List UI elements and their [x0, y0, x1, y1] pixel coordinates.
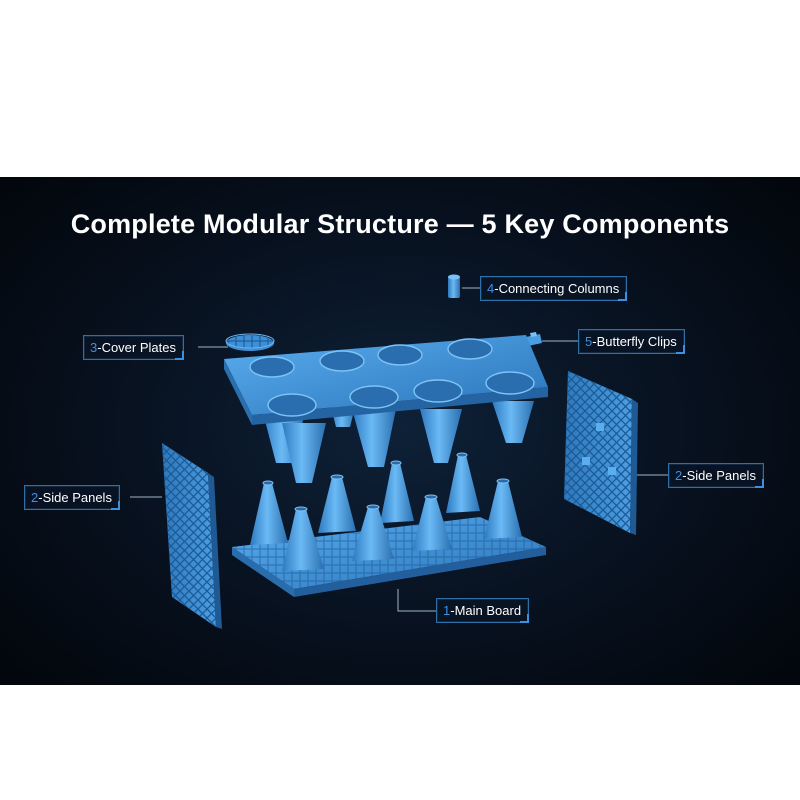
diagram-title: Complete Modular Structure — 5 Key Compo… [70, 209, 730, 239]
callout-main-board: 1-Main Board [436, 598, 530, 623]
callout-butterfly-clips: 5-Butterfly Clips [578, 329, 685, 354]
callout-number: 4 [487, 281, 495, 296]
exploded-assembly-illustration [130, 274, 668, 629]
leader-lines [130, 287, 668, 612]
callout-text: -Connecting Columns [494, 281, 620, 296]
callout-side-panels-right: 2-Side Panels [668, 463, 764, 488]
callout-number: 5 [585, 334, 593, 349]
side-panel-left-part [162, 443, 222, 629]
callout-number: 1 [443, 603, 451, 618]
callout-cover-plates: 3-Cover Plates [83, 335, 184, 360]
main-board-part [232, 452, 546, 597]
upper-module-part [224, 335, 548, 483]
cover-plate-part [225, 333, 275, 351]
callout-text: -Main Board [450, 603, 522, 618]
connecting-column-part [448, 274, 460, 298]
butterfly-clip-part [526, 332, 542, 346]
callout-side-panels-left: 2-Side Panels [24, 485, 120, 510]
callout-text: -Cover Plates [97, 340, 176, 355]
callout-text: -Butterfly Clips [592, 334, 677, 349]
callout-connecting-columns: 4-Connecting Columns [480, 276, 628, 301]
callout-text: -Side Panels [682, 468, 756, 483]
callout-text: -Side Panels [38, 490, 112, 505]
side-panel-right-part [564, 371, 638, 535]
callout-number: 2 [675, 468, 683, 483]
callout-number: 2 [31, 490, 39, 505]
diagram-panel: Complete Modular Structure — 5 Key Compo… [0, 177, 800, 685]
callout-number: 3 [90, 340, 98, 355]
